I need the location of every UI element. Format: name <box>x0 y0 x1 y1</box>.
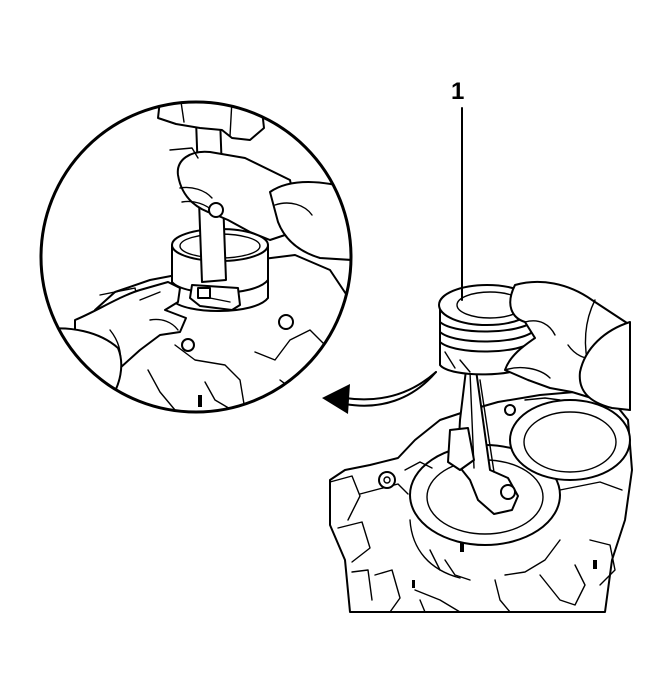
piston-install-detail-icon <box>40 86 352 420</box>
callout-number-1: 1 <box>451 78 465 105</box>
right-hand-icon <box>505 282 630 410</box>
curved-arrow-icon <box>322 372 436 414</box>
